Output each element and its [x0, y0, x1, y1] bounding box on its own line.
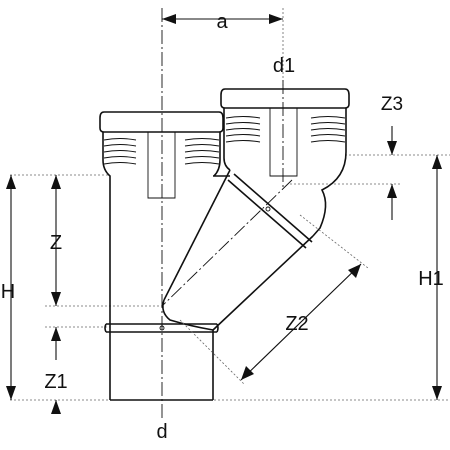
extension-z2-bottom — [179, 319, 245, 385]
arrow-z2-top — [348, 264, 361, 278]
arrow-z2-bottom — [241, 366, 254, 380]
arrow-a-right — [269, 14, 283, 24]
arrow-z1-top — [51, 327, 61, 341]
dimension-z1: Z1 — [44, 327, 68, 414]
arrow-z3-top — [387, 141, 397, 155]
branch-collar-line1 — [233, 173, 313, 243]
branch-centerline-diagonal — [161, 179, 293, 307]
dimension-h: H — [1, 175, 16, 400]
branch-socket-left-wall — [223, 108, 231, 171]
main-pipe-collar — [104, 323, 219, 333]
label-d1: d1 — [273, 55, 295, 77]
dimension-z3: Z3 — [381, 94, 403, 220]
branch-collar-marker — [265, 206, 271, 212]
arrow-z-bottom — [51, 292, 61, 306]
main-pipe — [99, 111, 224, 401]
dimension-a: a — [162, 11, 283, 33]
branch-socket-grooves-left — [225, 116, 261, 143]
branch-pipe — [162, 88, 350, 331]
arrow-z-top — [51, 175, 61, 189]
label-d: d — [156, 421, 167, 443]
extension-z2-top — [299, 214, 369, 269]
arrow-a-left — [162, 14, 176, 24]
main-socket-insert — [147, 132, 176, 199]
main-socket-rim — [99, 111, 224, 133]
branch-collar-line2 — [227, 179, 307, 249]
branch-outer-curve — [312, 151, 347, 237]
dimension-z2: Z2 — [179, 214, 369, 385]
main-socket-grooves-right — [184, 138, 220, 165]
label-z: Z — [50, 232, 62, 254]
dimension-z: Z — [50, 175, 62, 306]
main-socket-right-wall — [213, 132, 221, 177]
label-z3: Z3 — [381, 94, 403, 115]
branch-junction-curve — [162, 299, 214, 331]
arrow-z3-bottom — [387, 184, 397, 198]
branch-socket-insert — [269, 108, 298, 177]
branch-socket-rim — [220, 88, 350, 109]
arrow-h-bottom — [6, 386, 16, 400]
arrow-h-top — [6, 175, 16, 189]
arrow-h1-bottom — [432, 386, 442, 400]
branch-inner-wall — [163, 169, 231, 301]
arrow-z1-bottom — [51, 400, 61, 414]
label-z2: Z2 — [285, 313, 308, 335]
extension-lines — [10, 8, 450, 401]
dimension-h1: H1 — [418, 155, 444, 400]
branch-outer-wall — [212, 235, 314, 331]
branch-socket-grooves-right — [310, 116, 346, 143]
main-socket-grooves-left — [103, 138, 137, 165]
main-socket-left-wall — [102, 132, 111, 188]
label-h: H — [1, 281, 15, 303]
label-h1: H1 — [418, 268, 444, 290]
arrow-h1-top — [432, 155, 442, 169]
label-a: a — [216, 11, 228, 33]
center-lines — [161, 8, 293, 418]
label-z1: Z1 — [44, 371, 67, 393]
